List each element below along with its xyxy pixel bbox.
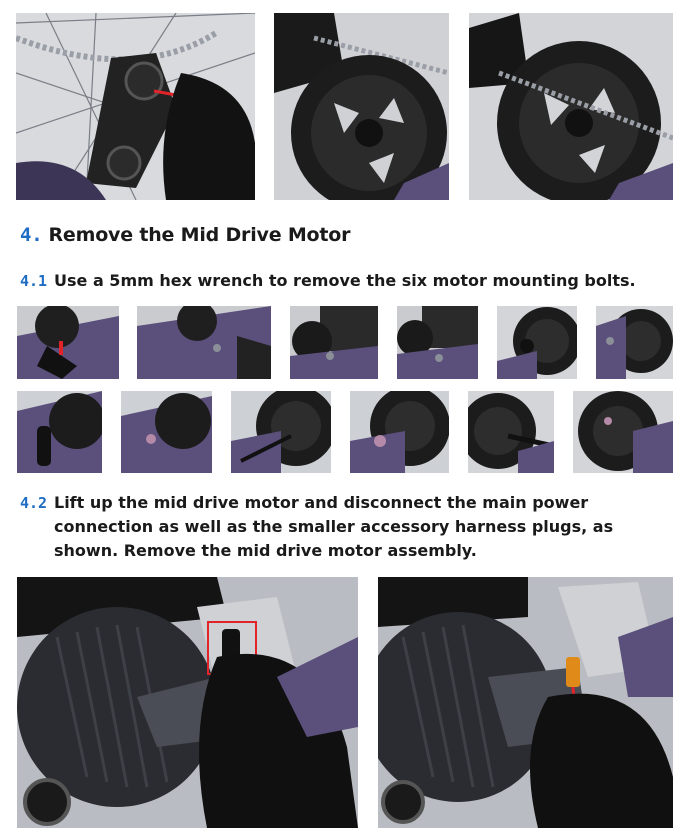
section-number: 4.: [20, 224, 43, 246]
photo-bolt-4b: [121, 391, 212, 473]
photo-disconnect-harness: [378, 577, 673, 828]
step-4-1: 4.1 Use a 5mm hex wrench to remove the s…: [20, 269, 674, 293]
section-heading: 4.Remove the Mid Drive Motor: [20, 224, 350, 246]
photo-bolt-5b: [350, 391, 449, 473]
step-text: Use a 5mm hex wrench to remove the six m…: [54, 271, 636, 290]
photo-bolt-1b: [137, 306, 271, 379]
photo-bolt-6a: [468, 391, 554, 473]
photo-bolt-2a: [290, 306, 378, 379]
section-title: Remove the Mid Drive Motor: [48, 224, 351, 246]
photo-bolt-5a: [231, 391, 331, 473]
step-number: 4.1: [20, 272, 48, 290]
photo-derailleur-removal: [16, 13, 255, 200]
step-4-2: 4.2 Lift up the mid drive motor and disc…: [20, 491, 674, 563]
photo-bolt-6b: [573, 391, 673, 473]
photo-bolt-3b: [596, 306, 673, 379]
photo-chainring-chain-off: [274, 13, 449, 200]
photo-chainring-removed-chain: [469, 13, 673, 200]
photo-bolt-1a: [17, 306, 119, 379]
step-text: Lift up the mid drive motor and disconne…: [54, 493, 614, 560]
step-number: 4.2: [20, 494, 48, 512]
photo-disconnect-power: [17, 577, 358, 828]
photo-bolt-2b: [397, 306, 478, 379]
photo-bolt-3a: [497, 306, 577, 379]
photo-bolt-4a: [17, 391, 102, 473]
